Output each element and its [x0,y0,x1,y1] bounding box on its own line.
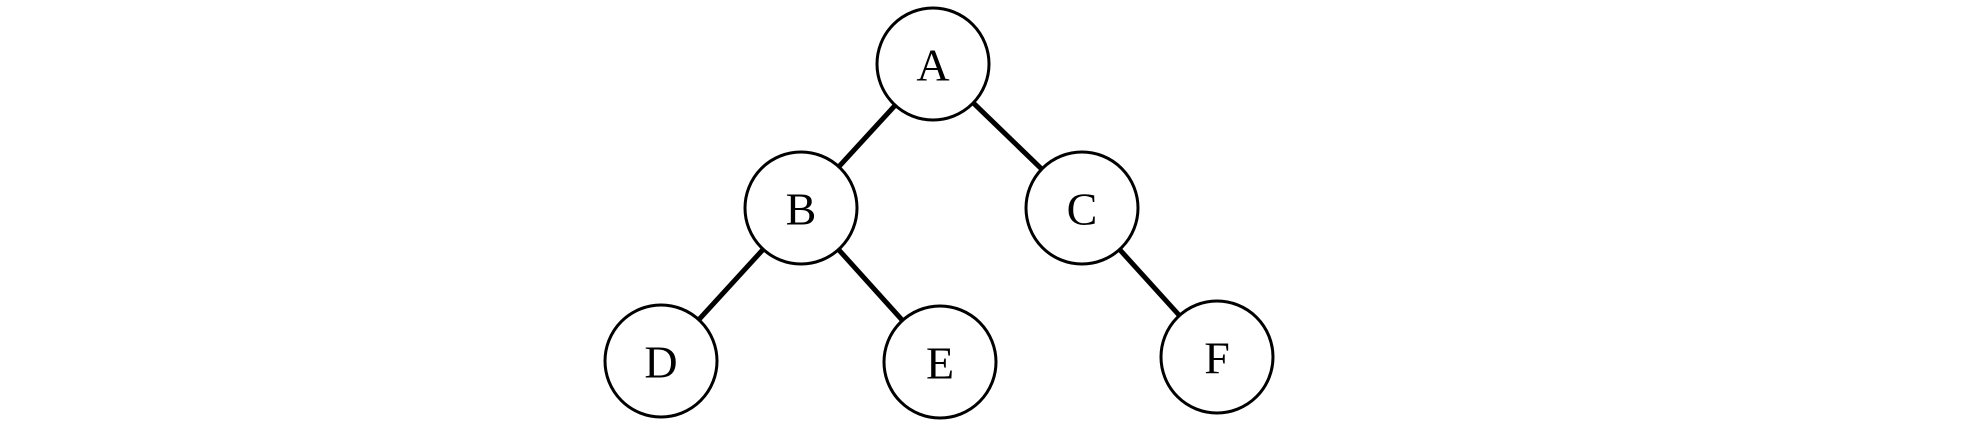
node-label-b: B [786,184,817,235]
node-circle-c[interactable] [1024,150,1140,266]
tree-edge-a-c [970,100,1045,172]
tree-node-f[interactable]: F [1159,299,1275,415]
tree-node-b[interactable]: B [743,150,859,266]
node-label-d: D [644,337,677,388]
edge-layer [696,100,1182,323]
node-label-a: A [916,40,949,91]
node-circle-a[interactable] [875,6,991,122]
tree-edge-b-e [835,247,906,323]
tree-node-c[interactable]: C [1024,150,1140,266]
node-circle-f[interactable] [1159,299,1275,415]
node-label-e: E [926,338,954,389]
tree-node-e[interactable]: E [882,304,998,420]
node-layer: A B C D E F [603,6,1275,420]
node-label-c: C [1067,184,1098,235]
tree-edge-c-f [1117,247,1182,318]
tree-node-a[interactable]: A [875,6,991,122]
tree-edge-a-b [836,102,898,170]
node-label-f: F [1204,333,1230,384]
tree-node-d[interactable]: D [603,303,719,419]
tree-edge-b-d [696,246,766,323]
node-circle-d[interactable] [603,303,719,419]
node-circle-b[interactable] [743,150,859,266]
node-circle-e[interactable] [882,304,998,420]
